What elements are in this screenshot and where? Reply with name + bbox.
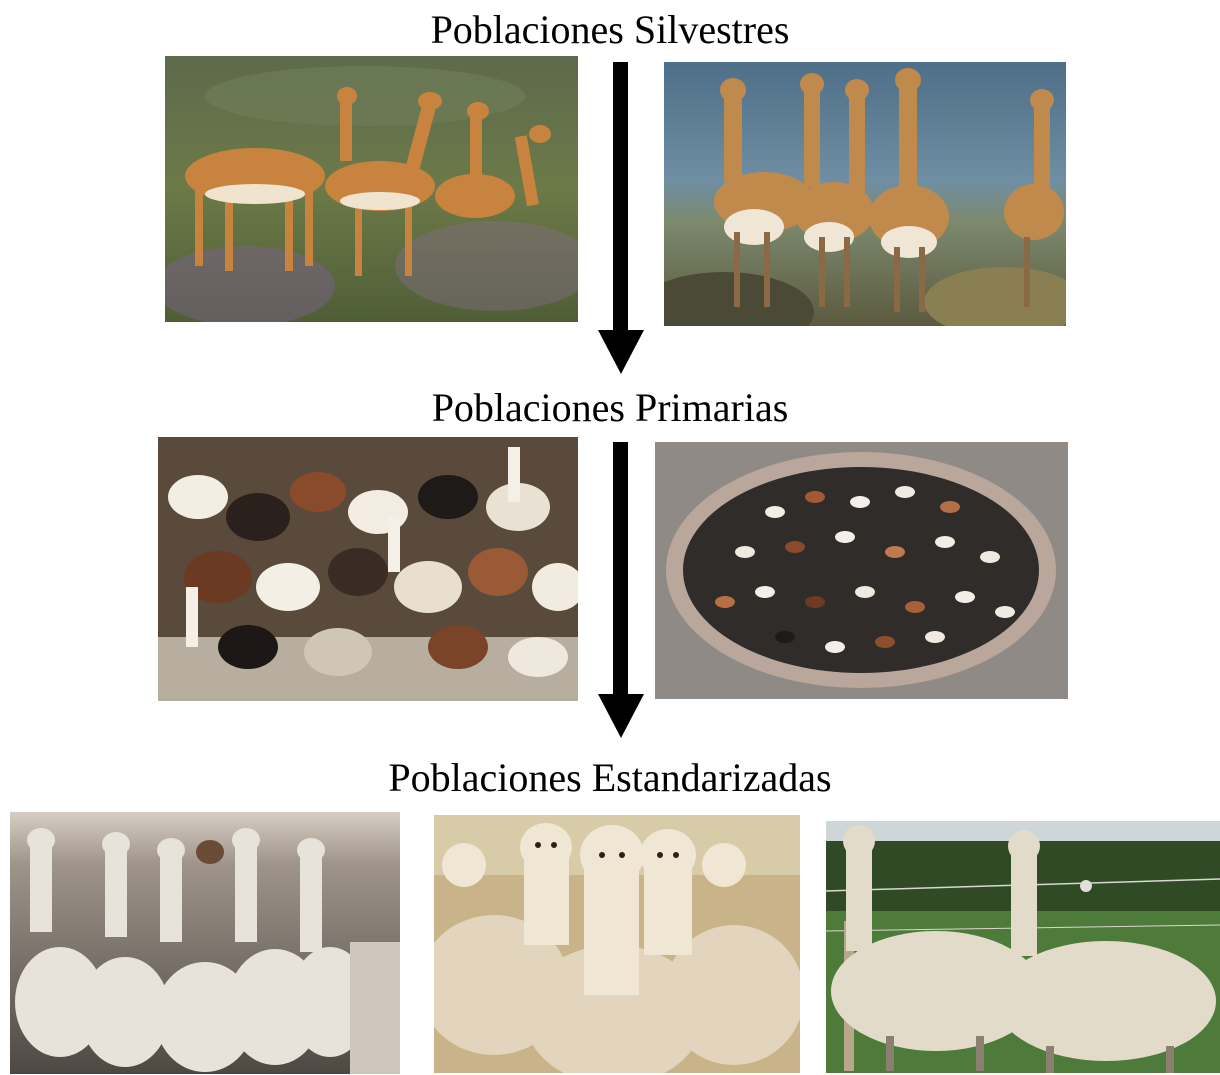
- down-arrow-2: [598, 442, 644, 738]
- heading-primary-populations: Poblaciones Primarias: [431, 385, 789, 430]
- photo-vicunas: [664, 62, 1066, 326]
- heading-wild-populations: Poblaciones Silvestres: [430, 7, 790, 52]
- photo-llama-corral: [655, 442, 1068, 699]
- photo-white-alpacas-pen: [10, 812, 400, 1074]
- photo-llama-herd: [158, 437, 578, 701]
- photo-huacaya-alpacas: [434, 815, 800, 1073]
- photo-suri-alpacas: [826, 821, 1220, 1073]
- down-arrow-1: [598, 62, 644, 374]
- photo-guanacos: [165, 56, 578, 322]
- heading-standardized-populations: Poblaciones Estandarizadas: [388, 755, 832, 800]
